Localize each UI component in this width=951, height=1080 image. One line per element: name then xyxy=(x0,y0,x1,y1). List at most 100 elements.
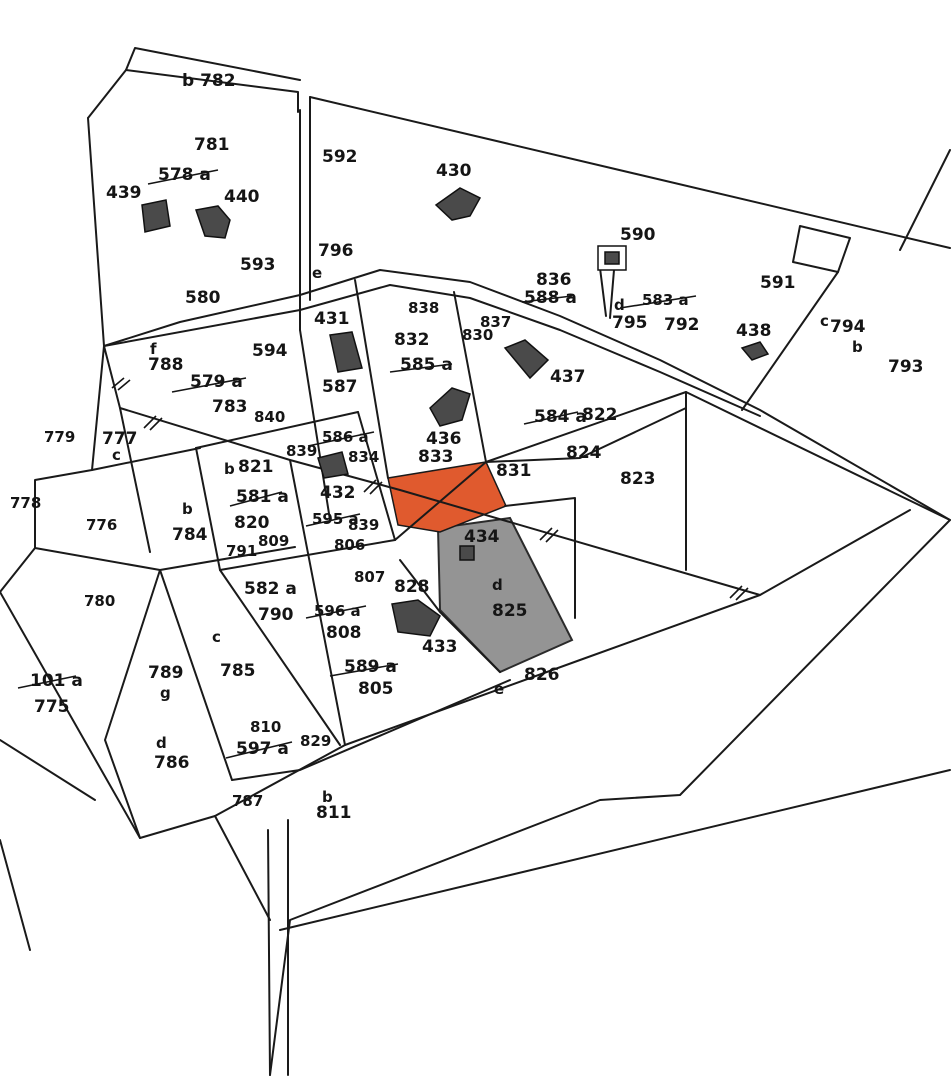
label-783: 783 xyxy=(212,397,248,417)
building-434 xyxy=(459,545,475,561)
label-781: 781 xyxy=(194,135,230,155)
parcel-highlighted[interactable] xyxy=(387,461,508,533)
label-587: 587 xyxy=(322,377,358,397)
label-589: 589 a xyxy=(344,657,397,677)
building-433 xyxy=(391,599,441,637)
label-790: 790 xyxy=(258,605,294,625)
label-839-top: 839 xyxy=(286,442,317,460)
label-d-786: d xyxy=(156,734,167,752)
label-776: 776 xyxy=(86,516,117,534)
label-b-793: b xyxy=(852,338,863,356)
building-431 xyxy=(329,331,363,373)
label-594: 594 xyxy=(252,341,288,361)
label-796: 796 xyxy=(318,241,354,261)
building-590 xyxy=(597,245,627,271)
label-789: 789 xyxy=(148,663,184,683)
building-438 xyxy=(740,341,770,361)
parcel-825-shaded[interactable] xyxy=(436,516,574,674)
label-792: 792 xyxy=(664,315,700,335)
label-431: 431 xyxy=(314,309,350,329)
label-439: 439 xyxy=(106,183,142,203)
label-828: 828 xyxy=(394,577,430,597)
label-787: 787 xyxy=(232,792,263,810)
label-782: b 782 xyxy=(182,71,236,91)
label-437: 437 xyxy=(550,367,586,387)
label-579: 579 a xyxy=(190,372,243,392)
label-e-road: e xyxy=(312,264,322,282)
label-822: 822 xyxy=(582,405,618,425)
buildings xyxy=(141,187,770,637)
label-b-811: b xyxy=(322,788,333,806)
label-779: 779 xyxy=(44,428,75,446)
boundary-ticks xyxy=(111,377,749,601)
label-e-826: e xyxy=(494,680,504,698)
building-440 xyxy=(195,205,231,239)
label-c-785: c xyxy=(212,628,221,646)
label-788: 788 xyxy=(148,355,184,375)
label-433: 433 xyxy=(422,637,458,657)
label-f-788: f xyxy=(150,340,157,358)
parcel-labels: b 782 781 578 a 439 440 592 430 590 591 … xyxy=(10,71,924,823)
label-582: 582 a xyxy=(244,579,297,599)
building-430 xyxy=(434,187,482,221)
label-833: 833 xyxy=(418,447,454,467)
label-101: 101 a xyxy=(30,671,83,691)
label-821: 821 xyxy=(238,457,274,477)
label-809: 809 xyxy=(258,532,289,550)
building-432 xyxy=(317,451,349,479)
label-436: 436 xyxy=(426,429,462,449)
label-780: 780 xyxy=(84,592,115,610)
label-585: 585 a xyxy=(400,355,453,375)
building-437 xyxy=(503,339,550,380)
label-826: 826 xyxy=(524,665,560,685)
label-430: 430 xyxy=(436,161,472,181)
label-438: 438 xyxy=(736,321,772,341)
label-432: 432 xyxy=(320,483,356,503)
label-831: 831 xyxy=(496,461,532,481)
label-824: 824 xyxy=(566,443,602,463)
label-795: 795 xyxy=(612,313,648,333)
label-786: 786 xyxy=(154,753,190,773)
label-832: 832 xyxy=(394,330,430,350)
label-440: 440 xyxy=(224,187,260,207)
label-829: 829 xyxy=(300,732,331,750)
label-c-794: c xyxy=(820,312,829,330)
label-820: 820 xyxy=(234,513,270,533)
parcel-boundaries xyxy=(0,47,951,1076)
label-591: 591 xyxy=(760,273,796,293)
label-578: 578 a xyxy=(158,165,211,185)
label-778: 778 xyxy=(10,494,41,512)
label-807: 807 xyxy=(354,568,385,586)
label-d-825: d xyxy=(492,576,503,594)
label-584: 584 a xyxy=(534,407,587,427)
building-590-core xyxy=(604,251,620,265)
label-810: 810 xyxy=(250,718,281,736)
label-434: 434 xyxy=(464,527,500,547)
label-823: 823 xyxy=(620,469,656,489)
label-794: 794 xyxy=(830,317,866,337)
building-436 xyxy=(429,387,471,427)
building-439 xyxy=(141,199,171,233)
label-791: 791 xyxy=(226,542,257,560)
label-793: 793 xyxy=(888,357,924,377)
label-580: 580 xyxy=(185,288,221,308)
label-586: 586 a xyxy=(322,428,369,446)
label-583: 583 a xyxy=(642,291,689,309)
label-775: 775 xyxy=(34,697,70,717)
label-g-789: g xyxy=(160,684,171,702)
label-839: 839 xyxy=(348,516,379,534)
label-b-784: b xyxy=(182,500,193,518)
label-837: 837 xyxy=(480,313,511,331)
label-592: 592 xyxy=(322,147,358,167)
label-838: 838 xyxy=(408,299,439,317)
label-825: 825 xyxy=(492,601,528,621)
label-840: 840 xyxy=(254,408,285,426)
label-806: 806 xyxy=(334,536,365,554)
label-834: 834 xyxy=(348,448,379,466)
label-836: 836 xyxy=(536,270,572,290)
label-b-821: b xyxy=(224,460,235,478)
label-830: 830 xyxy=(462,326,493,344)
label-785: 785 xyxy=(220,661,256,681)
